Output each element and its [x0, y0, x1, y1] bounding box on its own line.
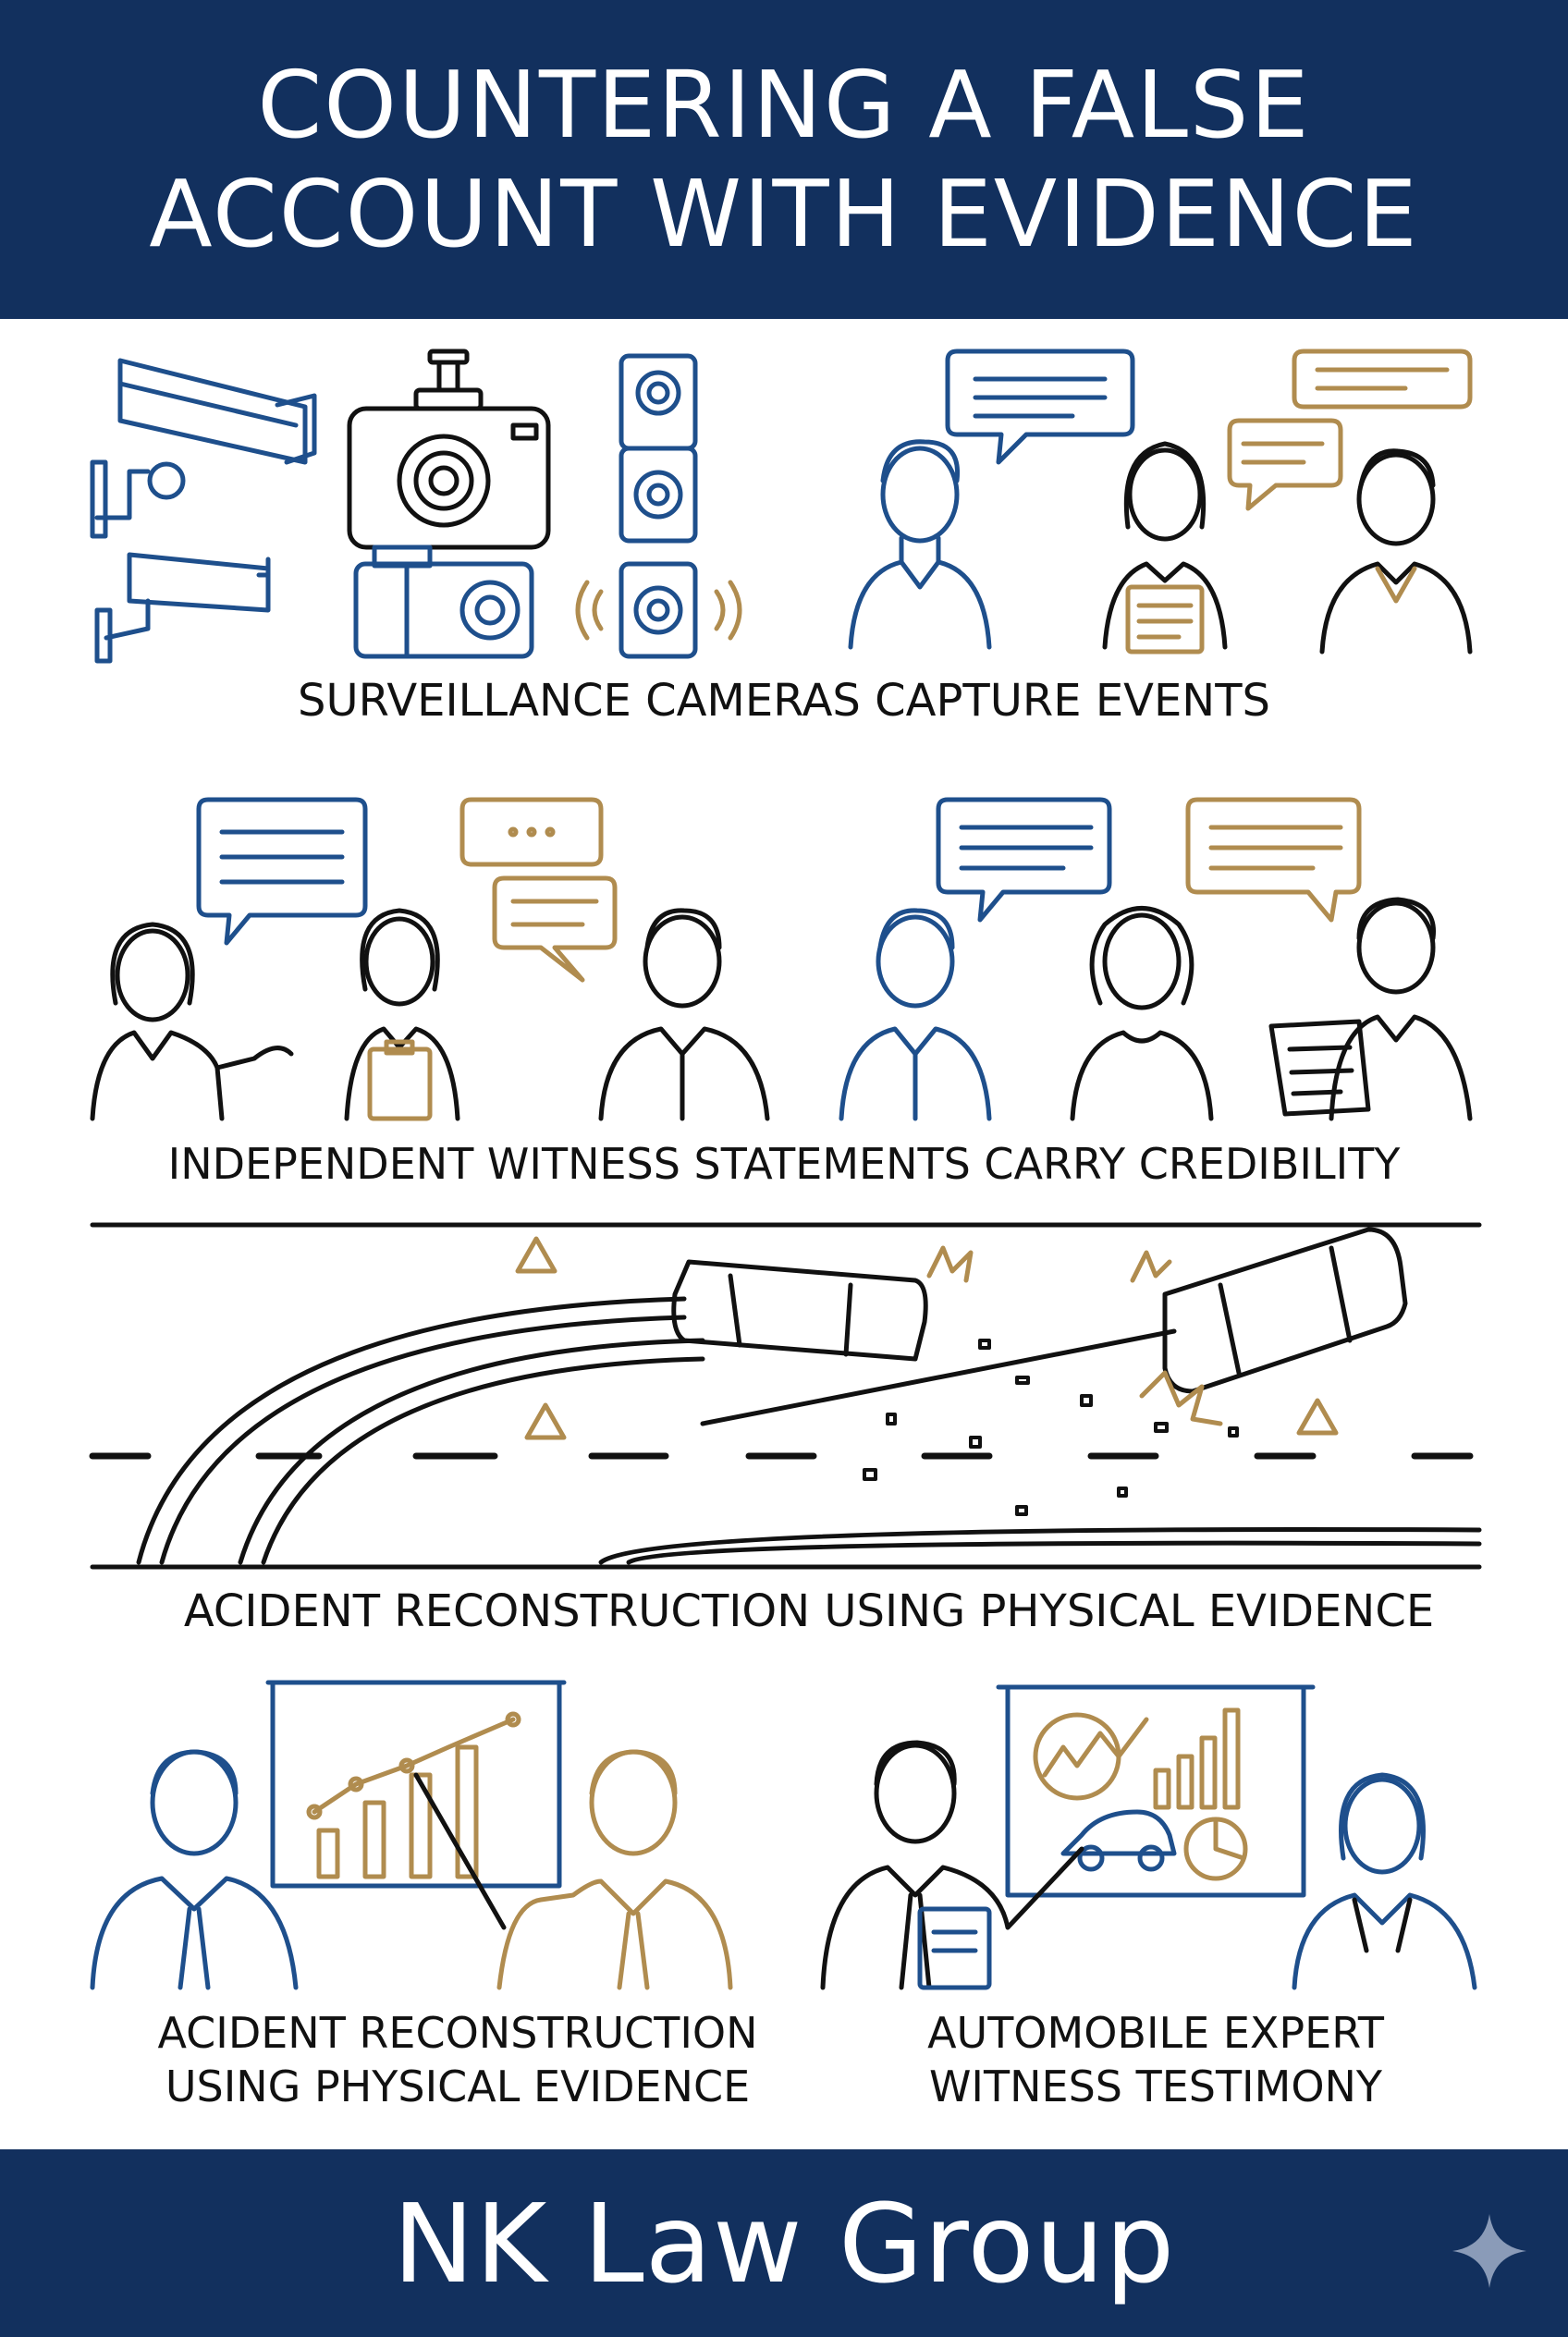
expert-testimony-illustration	[90, 1680, 1477, 1990]
cctv-camera-icon	[90, 358, 317, 539]
dashcam-icon	[347, 349, 551, 550]
sweater-collar-icon	[1375, 566, 1417, 604]
tire-marks	[136, 1296, 1482, 1565]
clipboard-icon	[1268, 1019, 1371, 1117]
clipboard-icon	[367, 1039, 433, 1121]
person-icon	[820, 1740, 1084, 1990]
title-line-1: COUNTERING A FALSE	[257, 50, 1311, 159]
signal-waves-icon	[575, 580, 742, 641]
impact-burst-icon	[926, 1245, 1223, 1426]
person-icon	[1292, 1772, 1477, 1990]
speech-bubble-icon	[459, 797, 618, 983]
speech-bubble-icon	[1227, 349, 1473, 511]
person-icon	[413, 1749, 733, 1990]
brand-name: NK Law Group	[392, 2179, 1176, 2307]
witnesses-illustration	[90, 797, 1473, 1121]
warning-icon	[515, 1236, 1339, 1440]
cameras-illustration	[90, 349, 1473, 664]
title-line-2: ACCOUNT WITH EVIDENCE	[149, 159, 1419, 268]
person-icon	[344, 908, 460, 1121]
person-icon	[598, 908, 770, 1121]
cameras-caption: SURVEILLANCE CAMERAS CAPTURE EVENTS	[297, 675, 1270, 727]
left-caption-line-2: USING PHYSICAL EVIDENCE	[165, 2062, 751, 2111]
road-caption: ACIDENT RECONSTRUCTION USING PHYSICAL EV…	[183, 1585, 1435, 1637]
right-caption-line-1: AUTOMOBILE EXPERT	[927, 2008, 1384, 2058]
left-caption: ACIDENT RECONSTRUCTION USING PHYSICAL EV…	[0, 2006, 915, 2113]
title-banner: COUNTERING A FALSE ACCOUNT WITH EVIDENCE	[0, 0, 1568, 319]
right-caption: AUTOMOBILE EXPERT WITNESS TESTIMONY	[804, 2006, 1507, 2113]
speech-bubble-icon	[936, 797, 1112, 923]
person-icon	[848, 439, 992, 650]
person-icon	[90, 1749, 299, 1990]
crash-reconstruction-illustration	[89, 1222, 1482, 1570]
presentation-board-icon	[996, 1684, 1316, 1898]
suit-lapel	[1352, 1897, 1413, 1953]
right-caption-line-2: WITNESS TESTIMONY	[928, 2062, 1383, 2111]
clipboard-icon	[917, 1906, 992, 1990]
speech-bubble-icon	[945, 349, 1135, 465]
person-icon	[1319, 448, 1473, 655]
sparkle-icon	[1452, 2214, 1526, 2288]
person-icon	[1329, 897, 1473, 1121]
person-icon	[839, 908, 992, 1121]
debris	[863, 1339, 1239, 1516]
cctv-camera-icon	[94, 552, 271, 664]
clipboard-icon	[1125, 584, 1205, 655]
speech-bubble-icon	[1185, 797, 1362, 923]
person-icon	[1070, 906, 1214, 1121]
person-icon	[1102, 441, 1228, 650]
witness-caption: INDEPENDENT WITNESS STATEMENTS CARRY CRE…	[167, 1139, 1401, 1189]
footer-banner: NK Law Group	[0, 2149, 1568, 2337]
car-crash-icon	[671, 1227, 1408, 1394]
doorbell-camera-icon	[619, 353, 698, 659]
speech-bubble-icon	[196, 797, 368, 946]
left-caption-line-1: ACIDENT RECONSTRUCTION	[157, 2008, 758, 2058]
presentation-board-icon	[265, 1680, 567, 1889]
camera-icon	[353, 544, 534, 659]
person-icon	[90, 922, 294, 1121]
